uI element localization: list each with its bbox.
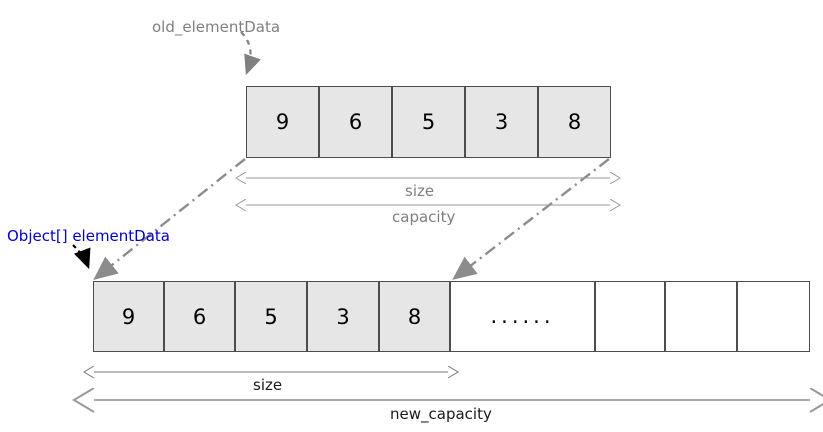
ellipsis-label: ...... <box>490 304 555 328</box>
new-array-cell <box>737 281 810 352</box>
old-elementdata-pointer-arrow <box>240 31 261 76</box>
new-elementdata-pointer-arrow <box>72 244 91 270</box>
new-array-cell: 5 <box>235 281 307 352</box>
new-array-cell: 9 <box>93 281 164 352</box>
old-array-cell: 5 <box>392 86 465 158</box>
old-size-label: size <box>405 182 435 200</box>
new-array-cell-ellipsis: ...... <box>450 281 595 352</box>
old-array-cell: 9 <box>246 86 319 158</box>
old-array-cell: 8 <box>538 86 611 158</box>
left-edge-connector-line <box>93 158 246 280</box>
new-elementdata-label: Object[] elementData <box>7 227 170 245</box>
new-array-cell: 6 <box>164 281 235 352</box>
old-elementdata-label: old_elementData <box>152 18 281 36</box>
new-array-cell: 3 <box>307 281 379 352</box>
right-edge-connector-line <box>452 158 610 280</box>
new-array-cell: 8 <box>379 281 450 352</box>
old-capacity-label: capacity <box>392 208 456 226</box>
new-array-cell <box>665 281 737 352</box>
new-array-cell <box>595 281 665 352</box>
new-size-label: size <box>253 376 283 394</box>
new-capacity-label: new_capacity <box>390 405 492 423</box>
old-array-cell: 6 <box>319 86 392 158</box>
old-array-cell: 3 <box>465 86 538 158</box>
